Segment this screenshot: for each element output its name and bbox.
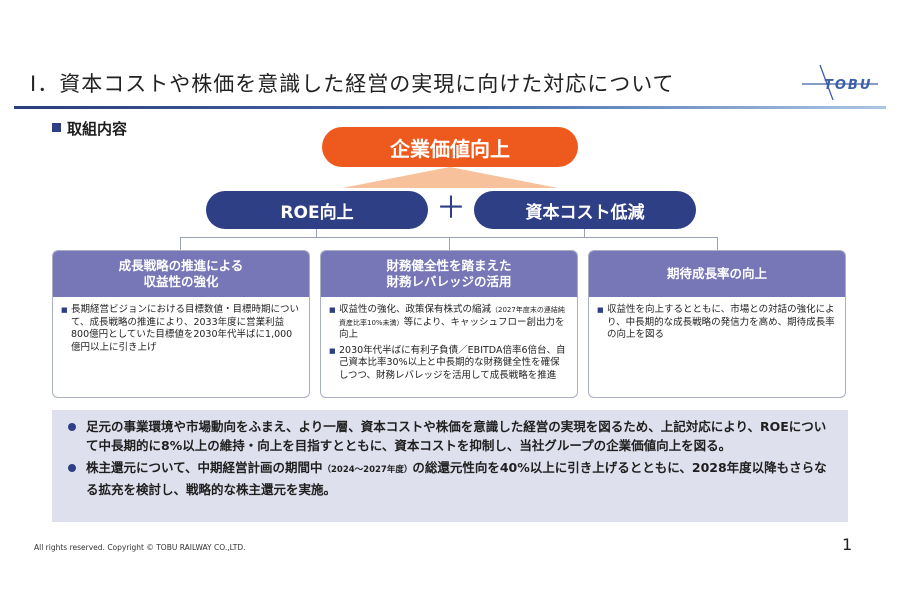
summary-text: 株主還元について、中期経営計画の期間中 xyxy=(86,460,323,475)
card-header: 財務健全性を踏まえた 財務レバレッジの活用 xyxy=(321,251,577,297)
card-bullet: 収益性の強化、政策保有株式の縮減（2027年度末の連結純資産比率10%未満）等に… xyxy=(329,304,569,342)
card-expected-growth: 期待成長率の向上 収益性を向上するとともに、市場との対話の強化により、中長期的な… xyxy=(588,250,846,398)
card-bullet: 長期経営ビジョンにおける目標数値・目標時期について、成長戦略の推進により、203… xyxy=(61,304,301,354)
pillar-roe: ROE向上 xyxy=(206,191,428,229)
bullet-text: 等により、キャッシュフロー創出力を向上 xyxy=(339,316,565,341)
card-body: 収益性を向上するとともに、市場との対話の強化により、中長期的な成長戦略の発信力を… xyxy=(589,297,845,342)
summary-item: 足元の事業環境や市場動向をふまえ、より一層、資本コストや株価を意識した経営の実現… xyxy=(66,417,834,455)
title-divider xyxy=(14,106,886,109)
summary-note: （2024～2027年度） xyxy=(322,465,413,475)
plus-icon: ＋ xyxy=(436,191,466,226)
summary-text: の総還元性向を40%以上に引き上げるとともに、2028年度以降もさらなる拡充を検… xyxy=(86,460,827,497)
card-financial-leverage: 財務健全性を踏まえた 財務レバレッジの活用 収益性の強化、政策保有株式の縮減（2… xyxy=(320,250,578,398)
page-title: I．資本コストや株価を意識した経営の実現に向けた対応について xyxy=(30,72,675,96)
company-logo xyxy=(802,64,878,101)
connector-line xyxy=(717,237,718,250)
connector-line xyxy=(584,229,585,237)
card-bullet: 2030年代半ばに有利子負債／EBITDA倍率6倍台、自己資本比率30%以上と中… xyxy=(329,345,569,383)
bullet-text: 収益性の強化、政策保有株式の縮減 xyxy=(339,304,492,315)
card-growth-strategy: 成長戦略の推進による 収益性の強化 長期経営ビジョンにおける目標数値・目標時期に… xyxy=(52,250,310,398)
connector-line xyxy=(449,237,450,250)
card-header: 期待成長率の向上 xyxy=(589,251,845,297)
logo-text: TOBU xyxy=(824,78,873,93)
section-heading-text: 取組内容 xyxy=(67,120,128,138)
connector-line xyxy=(180,237,181,250)
arrow-up-shape xyxy=(342,167,558,188)
page-number: 1 xyxy=(842,535,853,554)
summary-item: 株主還元について、中期経営計画の期間中（2024～2027年度）の総還元性向を4… xyxy=(66,458,834,499)
card-title: 財務健全性を踏まえた xyxy=(386,258,512,273)
bullet-note: （2027年度末の連結純資産比率10%未満） xyxy=(339,306,565,327)
card-body: 長期経営ビジョンにおける目標数値・目標時期について、成長戦略の推進により、203… xyxy=(53,297,309,354)
card-bullet: 収益性を向上するとともに、市場との対話の強化により、中長期的な成長戦略の発信力を… xyxy=(597,304,837,342)
section-heading: 取組内容 xyxy=(52,118,127,139)
goal-corporate-value: 企業価値向上 xyxy=(322,127,578,167)
copyright-text: All rights reserved. Copyright © TOBU RA… xyxy=(34,543,246,552)
card-title: 収益性の強化 xyxy=(143,274,219,289)
card-body: 収益性の強化、政策保有株式の縮減（2027年度末の連結純資産比率10%未満）等に… xyxy=(321,297,577,382)
card-title: 成長戦略の推進による xyxy=(118,258,244,273)
card-header: 成長戦略の推進による 収益性の強化 xyxy=(53,251,309,297)
connector-line xyxy=(316,229,317,237)
pillar-capital-cost: 資本コスト低減 xyxy=(474,191,696,229)
summary-box: 足元の事業環境や市場動向をふまえ、より一層、資本コストや株価を意識した経営の実現… xyxy=(52,410,848,522)
card-title: 期待成長率の向上 xyxy=(666,266,767,281)
card-title: 財務レバレッジの活用 xyxy=(386,274,512,289)
square-bullet-icon xyxy=(52,123,61,132)
